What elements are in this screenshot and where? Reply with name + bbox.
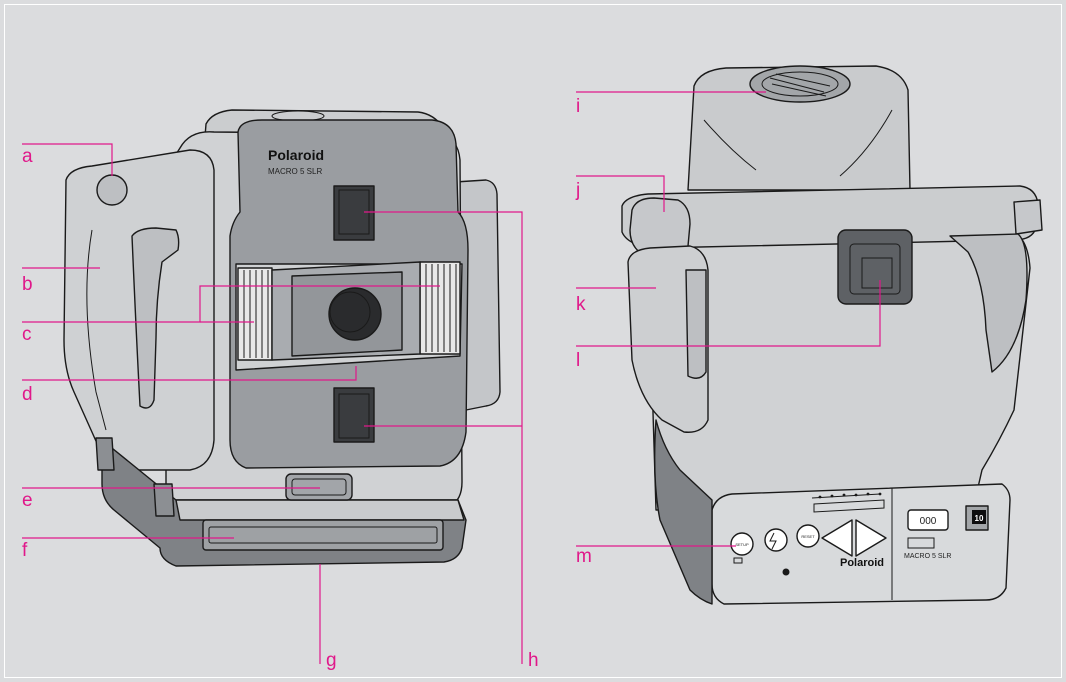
film-exit-slot — [202, 519, 444, 551]
callout-label-f: f — [22, 540, 28, 561]
exposure-counter-value: 10 — [975, 514, 984, 523]
front-camera-grip-opening — [131, 227, 180, 409]
callout-label-k: k — [576, 294, 586, 315]
reset-button-label: RESET — [801, 534, 815, 539]
leader-c — [22, 285, 440, 323]
flash-panel-left — [237, 267, 273, 361]
leader-l — [576, 280, 881, 347]
flash-button — [764, 528, 788, 552]
viewfinder-eyepiece — [837, 229, 913, 305]
front-model-name: MACRO 5 SLR — [268, 167, 322, 176]
back-camera: SETUP RESET Polaroid 000 MACRO 5 SLR 10 — [621, 65, 1043, 605]
back-brand-logo: Polaroid — [840, 557, 884, 569]
callout-label-j: j — [575, 180, 580, 201]
callout-label-a: a — [22, 146, 33, 167]
setup-button — [730, 532, 754, 556]
lens — [328, 287, 382, 341]
lighten-darken-control — [821, 519, 887, 557]
front-brand-logo: Polaroid — [268, 147, 324, 163]
front-camera: Polaroid MACRO 5 SLR — [63, 109, 501, 567]
back-model-name: MACRO 5 SLR — [904, 553, 951, 560]
leader-j — [576, 175, 665, 212]
bottom-sensor-window — [333, 387, 375, 443]
callout-label-m: m — [576, 546, 592, 567]
shutter-button — [96, 174, 128, 206]
callout-label-d: d — [22, 384, 33, 405]
callout-label-h: h — [528, 650, 539, 671]
callout-label-b: b — [22, 274, 33, 295]
back-camera-top-hump — [687, 65, 911, 191]
callout-label-i: i — [576, 96, 580, 117]
frame-counter — [907, 509, 949, 531]
frame-counter-value: 000 — [920, 516, 937, 527]
leader-a — [22, 143, 113, 176]
callout-label-g: g — [326, 650, 337, 671]
eyepiece-top — [749, 65, 851, 103]
top-sensor-window — [333, 185, 375, 241]
reset-button — [796, 524, 820, 548]
callout-label-l: l — [576, 350, 580, 371]
callout-labels: a b c d e f g h i j k l m — [22, 96, 592, 671]
callout-label-e: e — [22, 490, 33, 511]
setup-button-label: SETUP — [735, 542, 749, 547]
callout-leaders — [22, 91, 881, 664]
leader-d — [22, 366, 357, 381]
focus-button — [285, 473, 353, 501]
leader-h — [364, 211, 523, 664]
flash-panel-right — [419, 261, 461, 355]
callout-label-c: c — [22, 324, 32, 345]
